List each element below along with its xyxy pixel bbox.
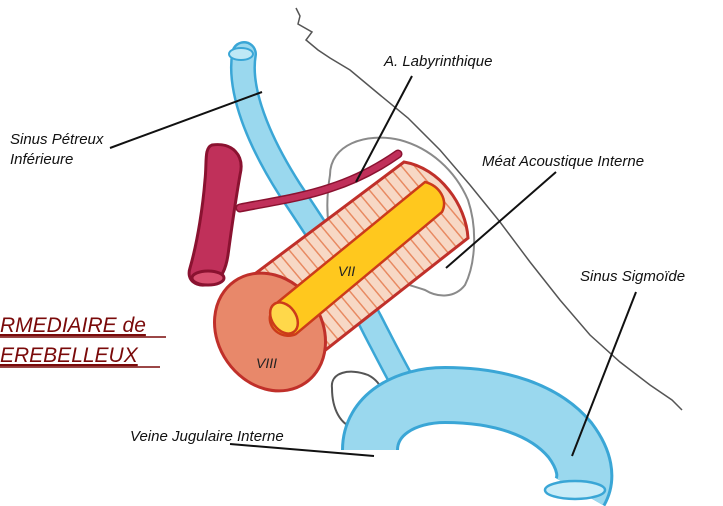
label-petrosal-sinus-line2: Inférieure: [10, 151, 73, 168]
label-labyrinthine-artery: A. Labyrinthique: [383, 53, 492, 70]
title-line1: RMEDIAIRE de: [0, 314, 146, 337]
label-jugular-vein: Veine Jugulaire Interne: [130, 428, 284, 445]
artery-trunk: [189, 145, 241, 285]
leader-petrosal-sinus: [110, 92, 262, 148]
label-nerve-viii: VIII: [256, 355, 277, 371]
leader-sigmoid-sinus: [572, 292, 636, 456]
label-acoustic-meatus: Méat Acoustique Interne: [482, 153, 644, 170]
label-petrosal-sinus-line1: Sinus Pétreux: [10, 131, 104, 148]
sigmoid-sinus-end: [545, 481, 605, 499]
label-sigmoid-sinus: Sinus Sigmoïde: [580, 268, 685, 285]
label-nerve-vii: VII: [338, 263, 355, 279]
artery-end: [192, 271, 224, 285]
title-line2: EREBELLEUX: [0, 344, 139, 367]
